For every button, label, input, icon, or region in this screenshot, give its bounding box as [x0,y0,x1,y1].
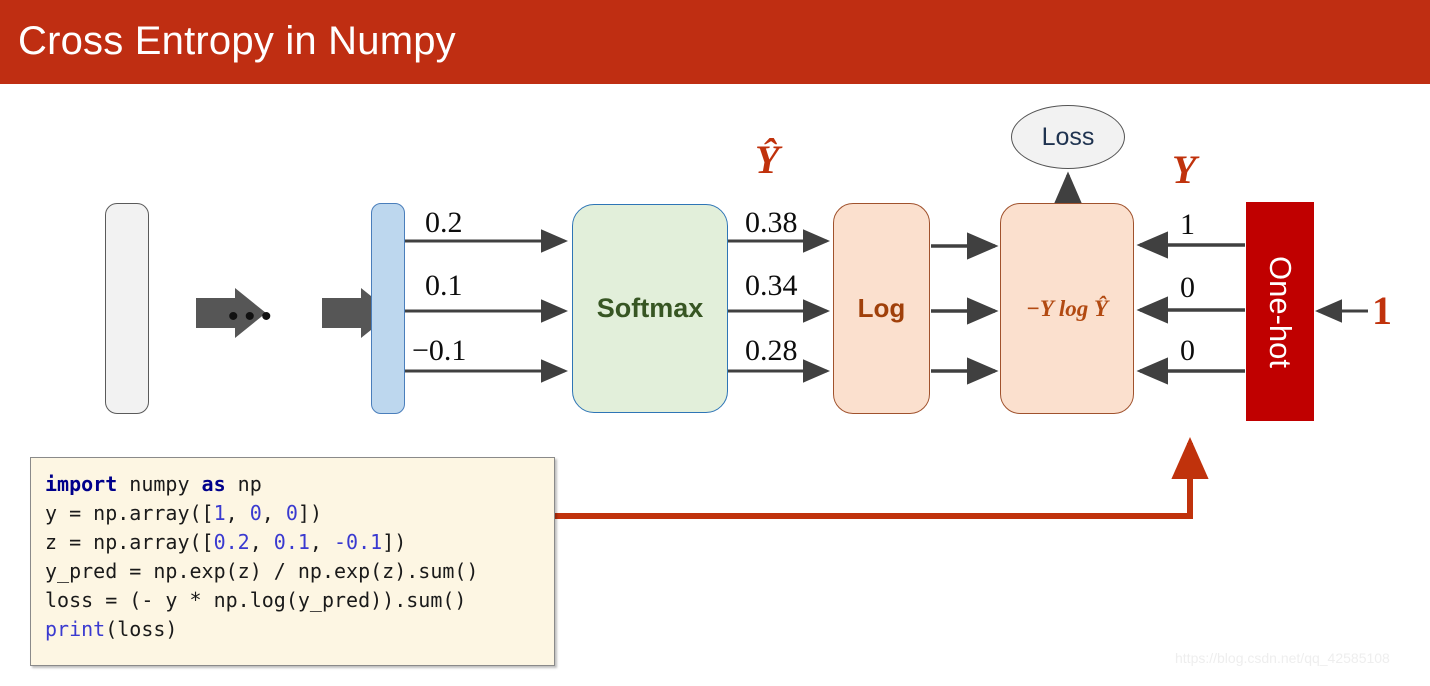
code-snippet-card: import numpy as np y = np.array([1, 0, 0… [30,457,555,666]
logits-vector-box [371,203,405,414]
loss-node-label: Loss [1041,122,1095,151]
onehot-value-3: 0 [1180,334,1195,367]
softmax-value-1: 0.38 [745,206,798,239]
logit-value-1: 0.2 [425,206,463,239]
title-bar: Cross Entropy in Numpy [0,0,1430,84]
softmax-value-3: 0.28 [745,334,798,367]
logit-value-3: −0.1 [412,334,467,367]
loss-formula-box: −Y log Ŷ [1000,203,1134,414]
onehot-value-2: 0 [1180,271,1195,304]
softmax-box: Softmax [572,204,728,413]
watermark: https://blog.csdn.net/qq_42585108 [1175,650,1390,666]
ellipsis-label: ••• [228,300,278,333]
class-index-label: 1 [1372,288,1392,333]
softmax-label: Softmax [596,293,704,323]
onehot-value-1: 1 [1180,208,1195,241]
softmax-value-2: 0.34 [745,269,798,302]
y-hat-label: Ŷ [755,137,780,182]
loss-formula-label: −Y log Ŷ [1025,295,1109,321]
y-label: Y [1172,147,1197,192]
loss-node: Loss [1011,105,1125,169]
input-vector-box [105,203,149,414]
code-text: import numpy as np y = np.array([1, 0, 0… [45,472,479,641]
log-box: Log [833,203,930,414]
page-title: Cross Entropy in Numpy [18,19,456,63]
log-label: Log [857,293,906,323]
logit-value-2: 0.1 [425,269,463,302]
one-hot-box: One-hot [1246,202,1314,421]
one-hot-label: One-hot [1263,255,1298,368]
